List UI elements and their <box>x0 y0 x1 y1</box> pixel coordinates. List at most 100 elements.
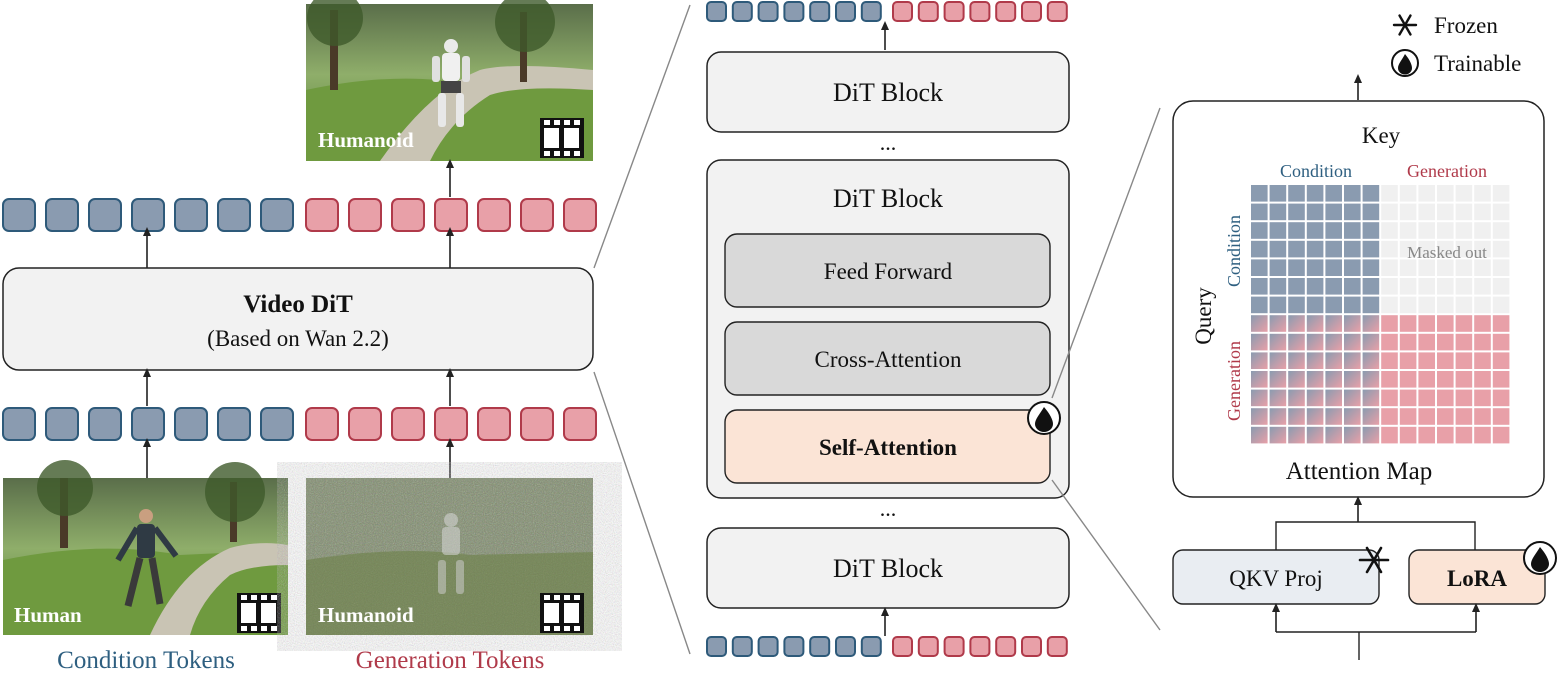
condition-token <box>809 636 831 657</box>
generation-token <box>391 198 425 232</box>
condition-token <box>757 1 779 22</box>
generation-token <box>1046 636 1068 657</box>
generation-token <box>969 636 991 657</box>
masked-cell <box>1474 296 1491 314</box>
generation-cell <box>1474 315 1491 332</box>
key-label: Key <box>1362 123 1401 148</box>
generation-cell <box>1455 371 1473 388</box>
film-icon <box>237 593 281 633</box>
query-label: Query <box>1191 287 1216 345</box>
masked-cell <box>1381 222 1398 239</box>
mixed-cell <box>1344 389 1361 407</box>
generation-cell <box>1437 333 1454 351</box>
generation-cell <box>1399 389 1417 407</box>
masked-cell <box>1492 203 1510 221</box>
ellipsis-bottom: ... <box>880 496 897 521</box>
generation-token <box>477 198 511 232</box>
condition-token <box>757 636 779 657</box>
generation-cell <box>1492 315 1510 332</box>
masked-cell <box>1474 240 1491 258</box>
masked-cell <box>1399 222 1417 239</box>
condition-cell <box>1306 222 1324 239</box>
mixed-cell <box>1325 371 1342 388</box>
generation-token <box>1021 1 1042 22</box>
mixed-cell <box>1251 426 1268 444</box>
bottom-token-row <box>2 407 597 441</box>
dit-block-top <box>706 51 1070 133</box>
generation-cell <box>1399 426 1417 444</box>
masked-cell <box>1381 259 1398 276</box>
mixed-cell <box>1288 408 1305 425</box>
generation-token <box>434 407 468 441</box>
human-image-label: Human <box>14 603 82 627</box>
condition-cell <box>1325 296 1342 314</box>
zoom-line <box>593 4 691 269</box>
mixed-cell <box>1325 352 1342 369</box>
mixed-cell <box>1362 315 1380 332</box>
condition-cell <box>1288 278 1305 295</box>
mixed-cell <box>1362 333 1380 351</box>
condition-token <box>706 1 727 22</box>
condition-token <box>835 636 856 657</box>
generation-token <box>969 1 991 22</box>
condition-cell <box>1362 240 1380 258</box>
mixed-cell <box>1325 426 1342 444</box>
masked-cell <box>1381 185 1398 202</box>
condition-cell <box>1362 203 1380 221</box>
generation-cell <box>1418 371 1435 388</box>
generation-cell <box>1492 371 1510 388</box>
condition-cell <box>1269 278 1287 295</box>
video-dit-title: Video DiT <box>243 291 353 318</box>
condition-token <box>2 198 36 232</box>
human-figure <box>115 509 179 607</box>
generation-cell <box>1381 389 1398 407</box>
generation-cell <box>1437 352 1454 369</box>
top-token-row <box>2 198 597 232</box>
condition-cell <box>1251 240 1268 258</box>
masked-cell <box>1437 296 1454 314</box>
mid-top-token-row <box>706 1 1068 22</box>
dit-block-top-label: DiT Block <box>833 78 943 107</box>
condition-token <box>88 198 122 232</box>
condition-cell <box>1344 259 1361 276</box>
generation-token <box>1021 636 1042 657</box>
condition-cell <box>1344 278 1361 295</box>
generation-token <box>892 1 913 22</box>
mixed-cell <box>1269 389 1287 407</box>
cross-attention-label: Cross-Attention <box>815 347 962 372</box>
condition-token <box>131 407 165 441</box>
masked-cell <box>1437 240 1454 258</box>
condition-token <box>217 198 251 232</box>
condition-cell <box>1251 203 1268 221</box>
masked-cell <box>1381 296 1398 314</box>
condition-cell <box>1306 259 1324 276</box>
condition-token <box>217 407 251 441</box>
generation-token <box>520 407 554 441</box>
masked-cell <box>1418 222 1435 239</box>
condition-token <box>260 407 294 441</box>
generation-cell <box>1381 352 1398 369</box>
generation-cell <box>1474 352 1491 369</box>
generation-cell <box>1418 315 1435 332</box>
masked-cell <box>1399 278 1417 295</box>
mixed-cell <box>1344 426 1361 444</box>
mixed-cell <box>1288 333 1305 351</box>
masked-cell <box>1437 278 1454 295</box>
condition-cell <box>1288 185 1305 202</box>
mixed-cell <box>1306 352 1324 369</box>
condition-cell <box>1269 240 1287 258</box>
condition-cell <box>1269 259 1287 276</box>
condition-cell <box>1325 278 1342 295</box>
masked-cell <box>1492 296 1510 314</box>
condition-cell <box>1325 240 1342 258</box>
masked-cell <box>1474 203 1491 221</box>
generation-cell <box>1455 352 1473 369</box>
mid-bottom-token-row <box>706 636 1068 657</box>
mixed-cell <box>1325 389 1342 407</box>
condition-cell <box>1269 185 1287 202</box>
masked-cell <box>1492 240 1510 258</box>
generation-cell <box>1455 426 1473 444</box>
masked-cell <box>1455 296 1473 314</box>
mixed-cell <box>1344 333 1361 351</box>
condition-cell <box>1344 222 1361 239</box>
